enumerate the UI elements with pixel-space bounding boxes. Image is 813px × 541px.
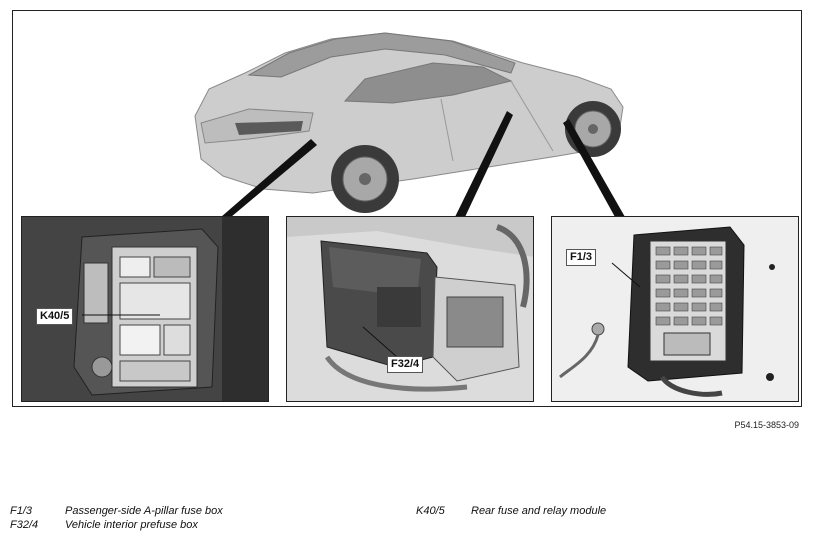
legend-code: F1/3 (10, 505, 33, 517)
figure-frame: K40/5 F32/4 (12, 10, 802, 407)
car-illustration (194, 32, 625, 217)
callout-k40-5: K40/5 (36, 308, 74, 325)
callout-f1-3: F1/3 (566, 249, 597, 266)
legend-code: K40/5 (416, 505, 445, 517)
prefuse-box-photo: F32/4 (286, 216, 534, 402)
legend-description: Passenger-side A-pillar fuse box (65, 505, 223, 517)
a-pillar-fuse-box-photo: F1/3 (551, 216, 799, 402)
legend-description: Rear fuse and relay module (471, 505, 607, 517)
figure-code: P54.15-3853-09 (734, 420, 799, 430)
legend-code: F32/4 (10, 519, 39, 531)
callout-f32-4: F32/4 (387, 356, 424, 373)
rear-fuse-module-photo: K40/5 (21, 216, 269, 402)
legend-description: Vehicle interior prefuse box (65, 519, 198, 531)
